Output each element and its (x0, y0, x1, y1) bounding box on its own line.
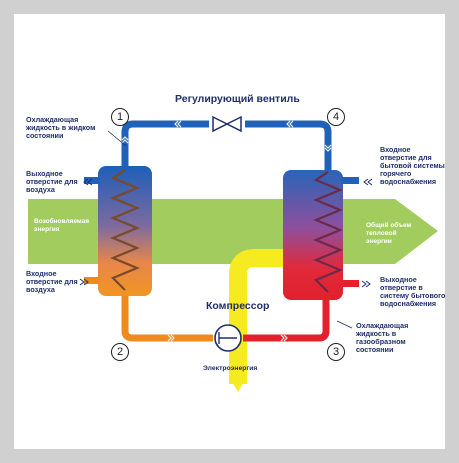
hot-water-inlet-port (341, 177, 359, 184)
cooling-gas-label: Охлаждающая жидкость в газообразном сост… (356, 321, 409, 354)
point-2-marker: 2 (111, 343, 129, 361)
flow-arrows (121, 120, 332, 342)
point-1-marker: 1 (111, 108, 129, 126)
hot-water-outlet-label: Выходное отверстие в систему бытового во… (380, 275, 446, 308)
condenser-coil (313, 171, 343, 293)
port-arrows (79, 178, 373, 288)
air-inlet-port (84, 277, 100, 284)
air-inlet-label: Входное отверстие для воздуха (26, 269, 78, 294)
air-outlet-port (84, 177, 100, 184)
point-3-marker: 3 (327, 343, 345, 361)
electricity-arrow (229, 249, 290, 384)
hot-water-inlet-label: Входное отверстие для бытовой системы го… (380, 145, 445, 186)
condenser-tank (283, 170, 343, 300)
diagram-title: Регулирующий вентиль (175, 93, 300, 105)
compressor (214, 324, 242, 352)
electricity-label: Электроэнергия (203, 365, 258, 372)
air-outlet-label: Выходное отверстие для воздуха (26, 169, 78, 194)
total-heat-label: Общий объем тепловой энергии (366, 222, 412, 245)
bottom-left-pipe (121, 292, 213, 342)
expansion-valve (209, 115, 245, 133)
point-4-marker: 4 (327, 108, 345, 126)
compressor-label: Компрессор (206, 300, 270, 312)
renewable-energy-label: Возобновляемая энергия (34, 218, 90, 233)
evaporator-coil (110, 169, 140, 291)
evaporator-tank (98, 166, 152, 296)
cooling-liquid-label: Охлаждающая жидкость в жидком состоянии (26, 115, 96, 140)
hot-water-outlet-port (341, 280, 359, 287)
bottom-right-pipe (243, 292, 330, 342)
label-leader-lines (107, 130, 353, 329)
